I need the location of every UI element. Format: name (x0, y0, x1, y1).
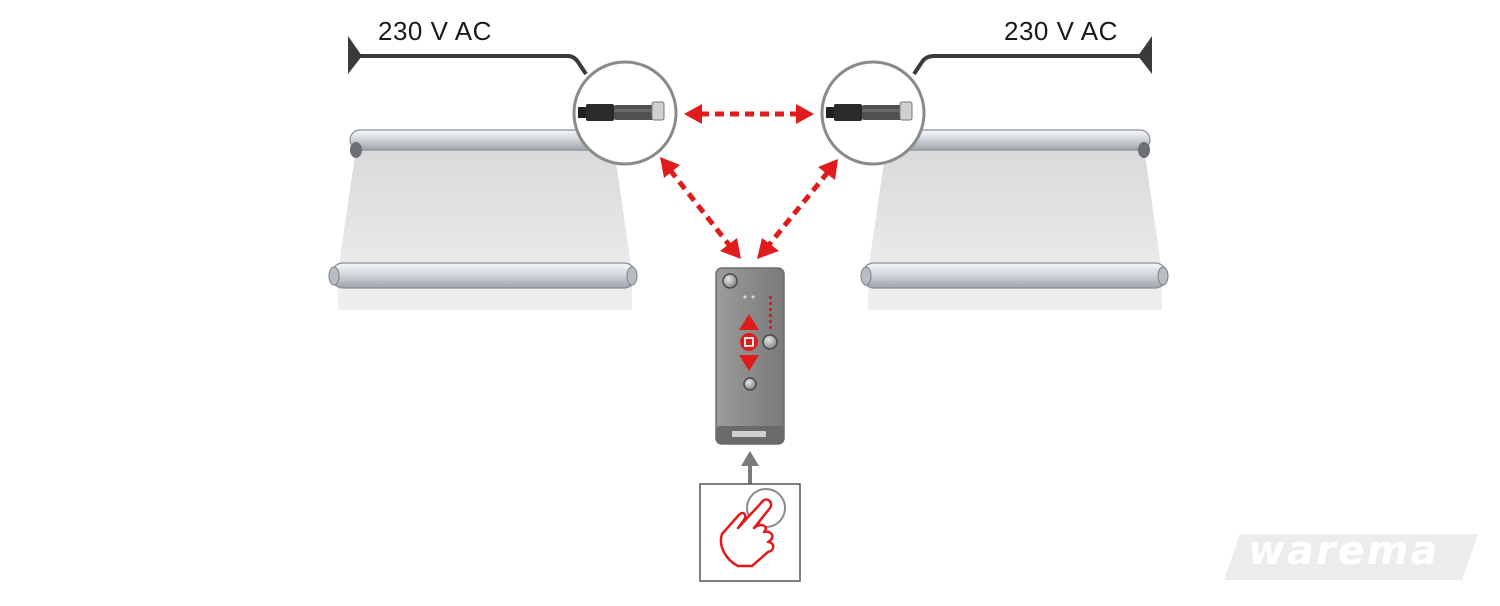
stop-button (740, 333, 758, 351)
left-awning (328, 129, 638, 310)
brand-logo-text: warema (1248, 528, 1440, 574)
radio-link-left (660, 157, 741, 259)
brand-logo (1224, 534, 1478, 580)
radio-receiver-icon (578, 101, 665, 121)
up-arrow-icon (739, 314, 759, 330)
down-arrow-icon (739, 355, 759, 371)
radio-receiver-icon (826, 101, 913, 121)
right-power-cable (912, 36, 1152, 76)
left-receiver-callout (572, 60, 678, 166)
right-receiver-callout (820, 60, 926, 166)
right-awning (860, 129, 1169, 310)
hand-press-button-icon (699, 483, 801, 582)
radio-link-receivers (684, 104, 814, 124)
level-indicator (769, 296, 772, 329)
radio-link-right (757, 159, 838, 259)
left-power-cable (348, 36, 588, 76)
hand-transmitter (715, 267, 785, 445)
right-power-label: 230 V AC (1004, 16, 1118, 46)
left-power-label: 230 V AC (378, 16, 492, 46)
action-arrow (741, 451, 759, 484)
